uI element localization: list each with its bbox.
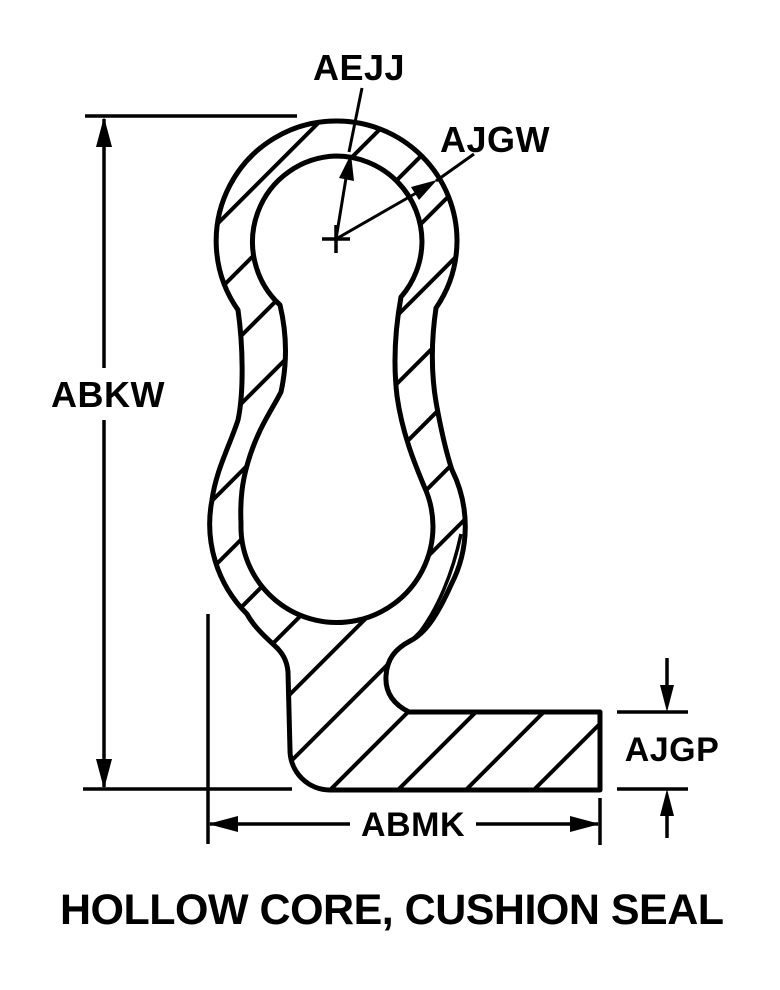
abmk-arrow-right: [570, 816, 600, 832]
abkw-arrow-up: [96, 117, 112, 147]
aejj-radius-arrow-stem: [334, 171, 349, 240]
figure-title: HOLLOW CORE, CUSHION SEAL: [60, 886, 724, 934]
ajgp-arrow-down-head: [660, 685, 674, 712]
dimension-label-aejj: AEJJ: [312, 47, 406, 88]
abmk-arrow-left: [208, 816, 238, 832]
dimension-label-ajgp: AJGP: [624, 731, 720, 769]
section-hatch-fill: [209, 120, 600, 790]
dimension-label-abkw: ABKW: [51, 374, 165, 415]
aejj-leader-line: [347, 87, 364, 153]
dimension-label-abmk: ABMK: [361, 806, 465, 844]
abkw-arrow-down: [96, 759, 112, 789]
seal-outer-outline: [207, 118, 603, 793]
ajgw-radius-arrow-stem: [335, 190, 419, 241]
aejj-radius-arrow-head: [339, 154, 354, 181]
ajgw-radius-arrow-head: [411, 180, 437, 200]
bulb-crease-line: [414, 533, 463, 639]
dimension-label-ajgw: AJGW: [440, 119, 550, 160]
hollow-core-outline: [238, 153, 436, 626]
ajgp-arrow-up-head: [660, 789, 674, 816]
ajgw-leader-line: [435, 152, 475, 183]
